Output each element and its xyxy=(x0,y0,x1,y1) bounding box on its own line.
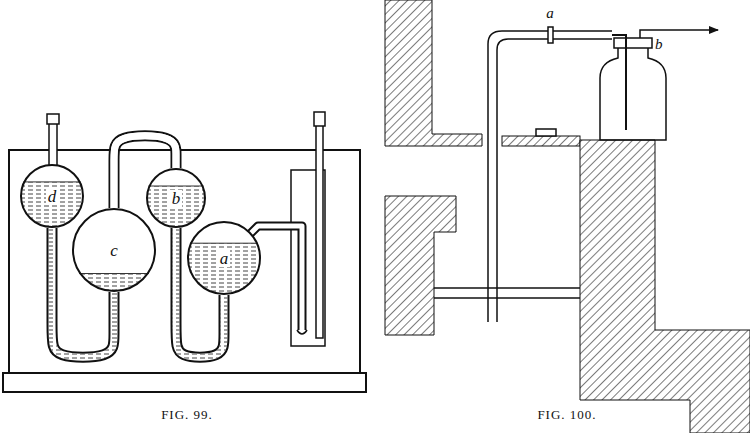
flask-bulb: d xyxy=(20,164,84,228)
fig100-apparatus-part xyxy=(548,27,553,43)
liquid-fill xyxy=(146,186,206,228)
figure-caption: FIG. 100. xyxy=(537,408,596,421)
flask-bulb: b xyxy=(146,168,206,228)
liquid-level xyxy=(190,243,258,244)
bulb-letter: d xyxy=(46,188,59,205)
liquid-level xyxy=(23,181,80,182)
fig99-tubing-part xyxy=(297,330,307,334)
fig99-stand xyxy=(3,150,366,392)
figure-caption: FIG. 99. xyxy=(161,408,213,421)
outflow-arrow-part xyxy=(640,30,718,38)
bulb-letter: b xyxy=(170,190,183,207)
bulb-rim xyxy=(147,169,205,227)
fig100-apparatus-part xyxy=(614,38,652,48)
part-letter: a xyxy=(545,6,555,21)
fig99-stand-part xyxy=(9,150,360,373)
fig100-apparatus-part xyxy=(612,35,626,130)
part-letter: b xyxy=(654,37,664,52)
fig100-apparatus-part xyxy=(600,44,666,140)
fig100-masonry-part xyxy=(502,136,580,146)
fig100-masonry-part xyxy=(385,196,456,335)
fig99-tubing-part xyxy=(314,112,325,126)
fig100-apparatus-part xyxy=(536,129,556,136)
fig99-tubing-part xyxy=(47,114,59,124)
flask-bulb: c xyxy=(72,208,156,292)
bulb-letter: c xyxy=(108,242,120,259)
liquid-fill xyxy=(20,182,84,228)
fig100-apparatus-part xyxy=(488,31,612,322)
bulb-letter: a xyxy=(218,250,231,267)
fig100-masonry-part xyxy=(580,140,750,433)
liquid-level xyxy=(79,273,149,274)
bulb-glass xyxy=(147,169,205,227)
liquid-level xyxy=(149,186,204,187)
bulb-glass xyxy=(21,165,83,227)
fig100-masonry xyxy=(385,0,750,433)
fig99-tubing-part xyxy=(316,125,323,338)
fig100-apparatus-part xyxy=(625,38,627,48)
fig100-apparatus-part xyxy=(434,297,580,299)
bulb-rim xyxy=(188,222,260,294)
bulb-glass xyxy=(188,222,260,294)
fig99-tubing xyxy=(47,112,325,346)
liquid-fill xyxy=(72,274,156,292)
liquid-fill xyxy=(187,243,261,295)
outflow-arrow xyxy=(640,30,718,38)
bulb-rim xyxy=(73,209,155,291)
fig99-tubing-part xyxy=(49,122,57,168)
fig99-stand-part xyxy=(3,373,366,392)
fig100-apparatus-part xyxy=(497,39,612,322)
flask-bulb: a xyxy=(187,221,261,295)
fig100-apparatus xyxy=(434,27,666,322)
fig100-masonry-part xyxy=(385,0,482,146)
bulb-rim xyxy=(21,165,83,227)
fig100-apparatus-part xyxy=(434,287,580,289)
bulb-glass xyxy=(73,209,155,291)
